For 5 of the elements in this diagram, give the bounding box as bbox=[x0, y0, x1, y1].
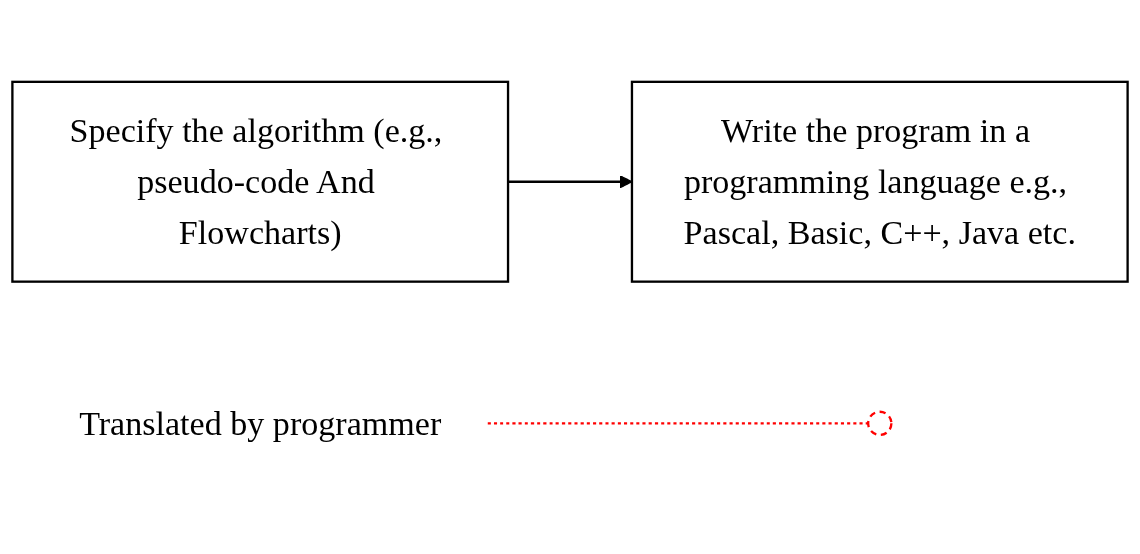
node-circle bbox=[867, 410, 893, 437]
node-box: Write the program in a programming language e.g., Pascal, Basic, C++, Java etc. bbox=[630, 80, 1129, 283]
connector bbox=[487, 422, 869, 425]
node-box: Specify the algorithm (e.g., pseudo-code And Flowcharts) bbox=[11, 80, 510, 283]
node-text: Translated by programmer bbox=[79, 404, 442, 443]
